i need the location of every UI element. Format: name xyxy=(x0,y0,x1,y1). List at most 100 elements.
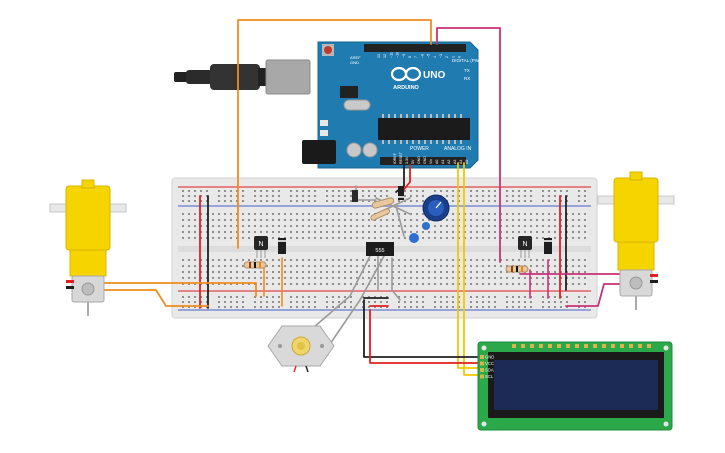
wire-yellow-sda xyxy=(457,162,479,369)
lcd-header-pins xyxy=(480,344,651,379)
timer-ic-label: 555 xyxy=(375,248,384,254)
digital-pin-label: 7 xyxy=(414,56,418,58)
power-pin-label: 5V xyxy=(411,159,415,164)
digital-pin-label: ~6 xyxy=(420,54,424,58)
power-pin-label: Vin xyxy=(429,159,433,164)
lcd-top-pin xyxy=(557,344,561,348)
transistor-right-label: N xyxy=(522,241,527,248)
wire-black-lcd xyxy=(363,299,479,358)
wire-red-5v xyxy=(401,164,411,193)
lcd-top-pin xyxy=(566,344,570,348)
arduino-brand-label: ARDUINO xyxy=(393,85,419,91)
power-label: POWER xyxy=(410,146,429,152)
lcd-pin-label: SDA xyxy=(485,368,494,373)
lcd-pin-label: GND xyxy=(485,355,494,360)
lcd-pin-label: SCL xyxy=(485,374,494,379)
lcd-pin xyxy=(480,368,484,372)
breadboard-holes xyxy=(182,190,586,308)
timer-ic-555: 555 xyxy=(366,242,394,256)
digital-pin-label: 0 xyxy=(458,56,462,58)
lcd-pin xyxy=(480,361,484,366)
resistor-left xyxy=(243,261,267,269)
analog-pin-label: A1 xyxy=(441,160,445,164)
lcd-top-pin xyxy=(602,344,606,348)
power-pin-label: IOREF xyxy=(393,152,397,164)
lcd-top-pin xyxy=(539,344,543,348)
digital-pin-label: ~3 xyxy=(439,54,443,58)
digital-pin-label: 12 xyxy=(383,54,387,58)
digital-pin-label: 2 xyxy=(445,56,449,58)
arduino-model-label: UNO xyxy=(423,70,445,81)
arduino-logo-icon xyxy=(390,66,422,82)
resistor-dark xyxy=(352,190,358,202)
wire-orange-top xyxy=(237,19,432,249)
wire-magenta-right-motor-2 xyxy=(565,283,625,307)
lcd-pin-label: VCC xyxy=(485,361,494,366)
capacitor-ceramic-1 xyxy=(409,233,419,243)
transistor-left-label: N xyxy=(258,241,263,248)
lcd-top-pin xyxy=(584,344,588,348)
power-pin-label: GND xyxy=(417,156,421,164)
gear-motor-right xyxy=(597,171,675,310)
digital-pin-label: ~9 xyxy=(402,54,406,58)
lcd-pin xyxy=(480,374,484,379)
transistor-right: N xyxy=(518,236,532,258)
transistor-left: N xyxy=(254,236,268,258)
analog-pin-label: A3 xyxy=(453,160,457,164)
lcd-top-pin xyxy=(611,344,615,348)
digital-pin-label: ~10 xyxy=(396,52,400,58)
digital-pin-label: 4 xyxy=(433,56,437,58)
lcd-top-pin xyxy=(647,344,651,348)
lcd-pin xyxy=(480,355,484,359)
gear-motor-left xyxy=(49,179,127,316)
resistor-center xyxy=(371,197,395,209)
digital-pwm-label: DIGITAL (PWM~) xyxy=(452,58,487,63)
tx-label: TX xyxy=(464,68,470,73)
resistor-center-2 xyxy=(370,208,391,221)
resistor-right xyxy=(505,265,529,273)
gnd-label: GND xyxy=(350,60,359,65)
lcd-top-pin xyxy=(521,344,525,348)
digital-pin-label: ~11 xyxy=(389,52,393,58)
capacitor-ceramic-2 xyxy=(422,222,430,230)
lcd-top-pin xyxy=(512,344,516,348)
rx-label: RX xyxy=(464,76,470,81)
usb-cable xyxy=(174,59,311,95)
wire-orange-left-motor-2 xyxy=(99,289,209,307)
potentiometer xyxy=(422,194,450,222)
power-pin-label: 3.3V xyxy=(405,156,409,164)
digital-pin-label: 1 xyxy=(451,56,455,58)
diode-right xyxy=(544,238,552,254)
lcd-top-pin xyxy=(620,344,624,348)
digital-pin-label: ~5 xyxy=(427,54,431,58)
analog-in-label: ANALOG IN xyxy=(444,146,472,152)
wire-magenta-top xyxy=(436,27,501,263)
dc-motor xyxy=(267,325,335,373)
wire-yellow-scl xyxy=(463,162,479,376)
power-pin-label: RESET xyxy=(399,151,403,164)
analog-pin-label: A4 xyxy=(459,160,463,164)
wire-red-lcd xyxy=(369,309,479,364)
diode-left xyxy=(278,238,286,254)
digital-pin-label: 13 xyxy=(377,54,381,58)
wire-gray-motor-2 xyxy=(329,255,385,345)
lcd-top-pin xyxy=(638,344,642,348)
lcd-top-pin xyxy=(575,344,579,348)
analog-pin-label: A0 xyxy=(435,160,439,164)
aref-label: AREF xyxy=(350,55,361,60)
lcd-top-pin xyxy=(593,344,597,348)
analog-pin-label: A5 xyxy=(465,160,469,164)
power-pin-label: GND xyxy=(423,156,427,164)
digital-pin-label: 8 xyxy=(408,56,412,58)
wire-orange-left-motor-1 xyxy=(99,282,257,297)
lcd-top-pin xyxy=(548,344,552,348)
lcd-top-pin xyxy=(629,344,633,348)
analog-pin-label: A2 xyxy=(447,160,451,164)
diode xyxy=(398,186,404,200)
